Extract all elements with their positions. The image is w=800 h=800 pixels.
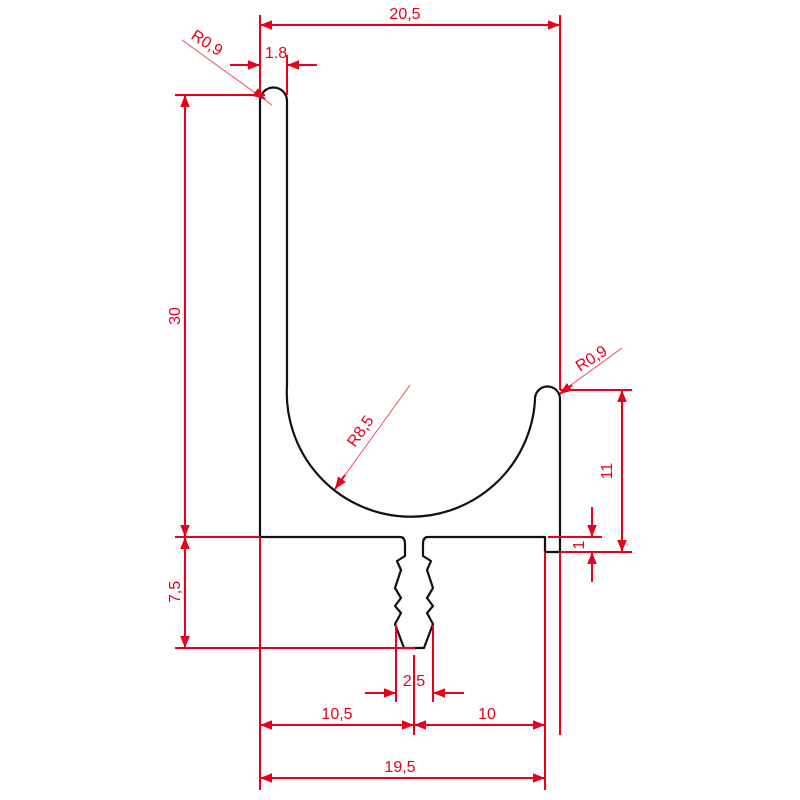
label-arm-height: 30	[167, 307, 184, 325]
label-base-width: 19,5	[384, 759, 415, 776]
dim-base-width: 19,5	[260, 759, 545, 783]
profile-outline	[258, 86, 562, 650]
dim-overall-width: 20,5	[259, 6, 561, 390]
dim-right-height: 11	[560, 389, 632, 553]
dim-step: 1	[548, 507, 602, 582]
dim-top-radius: R0,9	[181, 27, 273, 106]
dim-arm-height: 30	[167, 94, 265, 538]
dim-right-radius: R0,9	[559, 343, 623, 395]
dim-arm-thickness: 1.8	[230, 45, 317, 95]
label-left-to-slot: 10,5	[321, 706, 352, 723]
dim-slot-width: 2,5	[365, 625, 464, 735]
label-slot-width: 2,5	[403, 673, 425, 690]
label-overall-width: 20,5	[389, 6, 420, 23]
label-base-height: 7,5	[167, 581, 184, 603]
dim-slot-position: 10,5 10	[259, 537, 561, 790]
label-inner-radius: R8,5	[344, 413, 377, 451]
label-top-radius: R0,9	[188, 27, 226, 60]
label-right-height: 11	[599, 463, 616, 480]
label-arm-thickness: 1.8	[265, 45, 287, 62]
label-step: 1	[571, 540, 588, 549]
label-slot-to-right: 10	[478, 706, 496, 723]
dim-inner-radius: R8,5	[334, 384, 411, 490]
dim-base-height: 7,5	[167, 537, 415, 649]
